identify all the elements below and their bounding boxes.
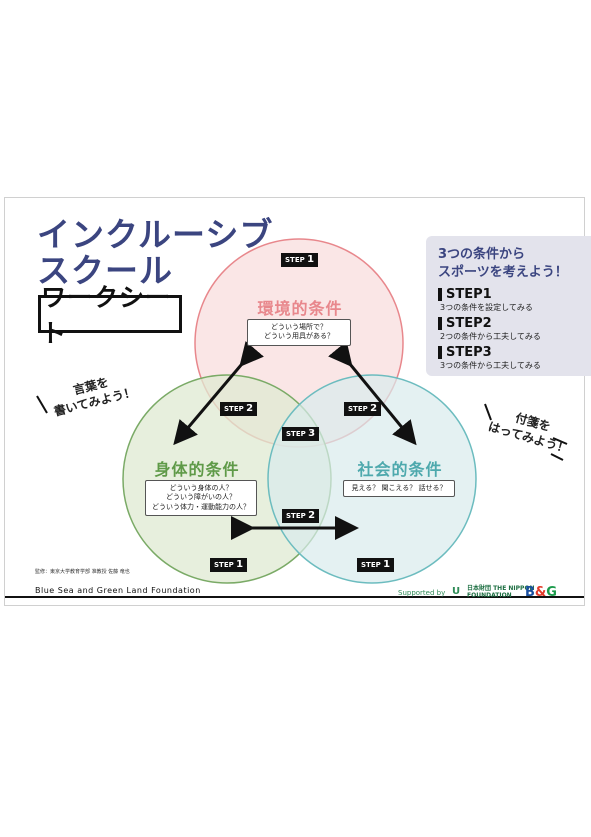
panel-step-3-desc: 3つの条件から工夫してみる (440, 361, 541, 370)
social-q1: 見える？ 聞こえる？ 話せる？ (351, 484, 447, 492)
social-title: 社会的条件 (357, 460, 443, 479)
step-tag-left: STEP 2 (220, 402, 258, 416)
bg-logo-b: B (525, 585, 535, 600)
note-stroke-right-3 (550, 453, 564, 461)
environment-q2: どういう用具がある？ (264, 332, 334, 341)
physical-q2: どういう障がいの人？ (166, 493, 236, 502)
nippon-line-2: FOUNDATION (467, 591, 512, 599)
supervisor-credit: 監修：東京大学教育学部 准教授 佐藤 竜也 (35, 569, 130, 575)
worksheet: インクルーシブ スクール ワークシート 言葉を 書いてみよう！ 付箋を はってみ… (4, 197, 591, 606)
title-line-1: インクルーシブ (37, 215, 274, 254)
arrow-env-social (328, 341, 417, 446)
panel-heading-line-2: スポーツを考えよう！ (438, 265, 568, 281)
panel-step-1-desc: 3つの条件を設定してみる (440, 303, 533, 312)
panel-heading: 3つの条件から スポーツを考えよう！ (438, 246, 568, 282)
bg-logo-g: G (546, 585, 557, 600)
step-tag-bottom: STEP 2 (282, 509, 320, 523)
physical-questions: どういう身体の人？ どういう障がいの人？ どういう体力・運動能力の人？ (145, 480, 257, 517)
note-stroke-right-2 (552, 437, 568, 445)
note-stroke-left (36, 395, 48, 414)
environment-questions: どういう場所で？ どういう用具がある？ (247, 319, 351, 346)
subtitle-box: ワークシート (38, 283, 182, 348)
step-panel: 3つの条件から スポーツを考えよう！ STEP1 3つの条件を設定してみる ST… (426, 236, 591, 376)
environment-title: 環境的条件 (257, 299, 343, 318)
venn-diagram (36, 238, 568, 584)
nippon-foundation-logo-icon: U (451, 585, 461, 597)
panel-heading-line-1: 3つの条件から (438, 247, 526, 262)
title-line-2: スクール (37, 251, 173, 290)
panel-step-3-label: STEP3 (438, 346, 492, 359)
supported-by: Supported by (398, 589, 446, 597)
panel-step-1-label: STEP1 (438, 288, 492, 301)
step-tag-bottom-right: STEP 1 (357, 558, 395, 572)
step-tag-bottom-left: STEP 1 (210, 558, 248, 572)
note-stroke-right-1 (484, 403, 492, 421)
physical-title: 身体的条件 (154, 460, 240, 479)
nippon-foundation-text: 日本財団 THE NIPPON FOUNDATION (467, 585, 535, 600)
social-questions: 見える？ 聞こえる？ 話せる？ (343, 480, 455, 498)
step-tag-center: STEP 3 (282, 427, 320, 441)
foundation-name: Blue Sea and Green Land Foundation (35, 586, 201, 595)
physical-q3: どういう体力・運動能力の人？ (152, 502, 250, 511)
bg-logo: B&G (525, 585, 557, 600)
arrow-env-phys (173, 341, 264, 446)
panel-step-2-label: STEP2 (438, 317, 492, 330)
bg-logo-and: & (534, 585, 547, 600)
step-tag-right: STEP 2 (344, 402, 382, 416)
footer-rule (5, 596, 584, 598)
environment-q1: どういう場所で？ (271, 323, 327, 331)
step-tag-top: STEP 1 (281, 253, 319, 267)
nippon-line-1: 日本財団 THE NIPPON (467, 585, 535, 592)
physical-q1: どういう身体の人？ (169, 484, 233, 492)
panel-step-2-desc: 2つの条件から工夫してみる (440, 332, 541, 341)
